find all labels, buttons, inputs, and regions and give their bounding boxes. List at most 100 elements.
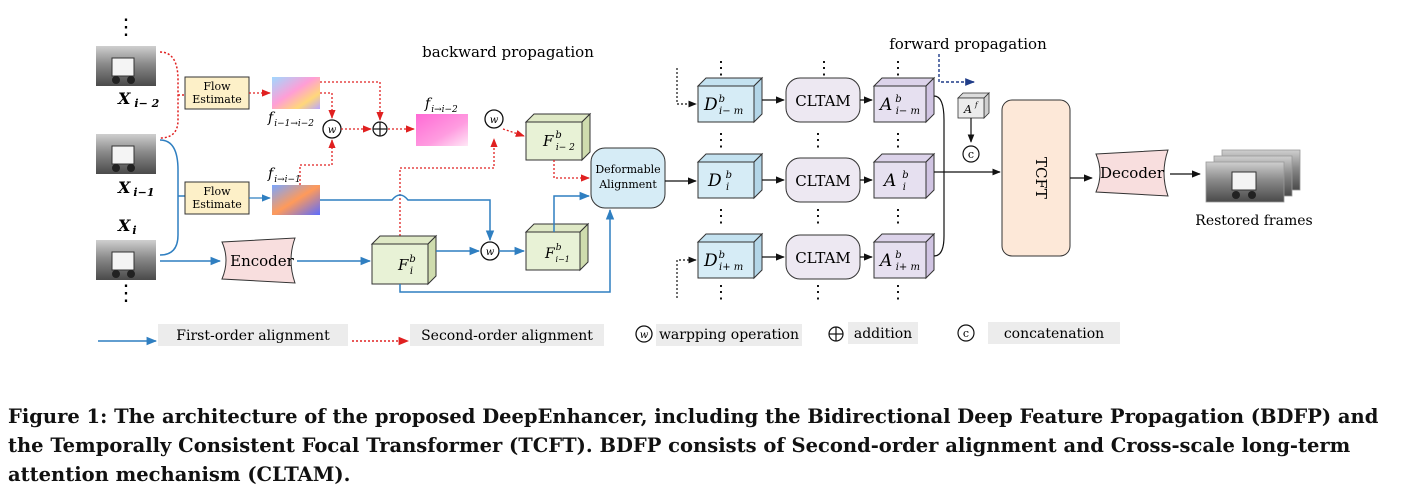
vdots-D-1: ⋮ — [712, 58, 730, 79]
flow-image-1 — [272, 77, 320, 109]
feature-D-i — [696, 152, 764, 200]
arrow-in-D-bottom — [676, 256, 697, 298]
arrow-flow1-to-warp — [320, 92, 336, 119]
figure-caption: Figure 1: The architecture of the propos… — [8, 405, 1379, 486]
arrow-Fi-to-upper-warp — [399, 138, 498, 240]
flow-estimate-top-line2: Estimate — [192, 93, 242, 106]
input-vdots-bottom: ⋮ — [115, 281, 137, 306]
cltam-bottom-label: CLTAM — [795, 249, 851, 267]
vdots-C-3: ⋮ — [809, 206, 827, 227]
vdots-C-2: ⋮ — [809, 130, 827, 151]
arrow-in-D-top — [676, 68, 697, 108]
vdots-C-4: ⋮ — [809, 282, 827, 303]
legend-addition-label: addition — [854, 326, 912, 342]
deformable-alignment-block — [590, 147, 666, 209]
legend-warp-icon — [635, 325, 653, 343]
decoder-label: Decoder — [1100, 164, 1165, 182]
feature-F-i — [370, 234, 438, 286]
arrow-flow2-to-warp — [299, 139, 336, 185]
legend: First-order alignment Second-order align… — [98, 322, 1120, 346]
feature-A-i — [872, 152, 936, 200]
legend-warp-icon-label: w — [640, 330, 649, 341]
bracket-red — [159, 51, 179, 139]
vdots-A-3: ⋮ — [889, 206, 907, 227]
vdots-D-3: ⋮ — [712, 206, 730, 227]
forward-propagation-label: forward propagation — [889, 35, 1047, 53]
concat-operator — [962, 145, 980, 163]
restored-frames-stack — [1205, 149, 1301, 203]
legend-warp-bg — [656, 324, 802, 346]
vdots-A-2: ⋮ — [889, 130, 907, 151]
flow-estimate-bottom — [184, 181, 250, 215]
arrow-Fi-to-deform — [399, 208, 615, 293]
vdots-A-4: ⋮ — [889, 282, 907, 303]
deformable-label-1: Deformable — [595, 163, 660, 176]
legend-first-order-label: First-order alignment — [176, 328, 330, 344]
backward-propagation-label: backward propagation — [422, 43, 594, 61]
arrow-forward-propagation — [938, 54, 975, 86]
legend-concat-icon-label: c — [963, 327, 969, 340]
warp-operator-top-label: w — [328, 125, 337, 136]
cltam-mid-label: CLTAM — [795, 172, 851, 190]
legend-concat-bg — [988, 322, 1120, 344]
arrow-F2-to-deform — [553, 160, 590, 182]
vdots-A-1: ⋮ — [889, 58, 907, 79]
vdots-D-2: ⋮ — [712, 130, 730, 151]
flow-estimate-top — [184, 76, 250, 110]
concat-operator-label: c — [968, 148, 974, 161]
feature-A-i-minus-m — [872, 76, 936, 124]
feature-A-i-plus-m — [872, 232, 936, 280]
input-vdots-top: ⋮ — [115, 15, 137, 40]
restored-frames-label: Restored frames — [1195, 213, 1312, 229]
deformable-label-2: Alignment — [598, 178, 657, 191]
bracket-blue — [159, 139, 179, 256]
legend-second-order-label: Second-order alignment — [421, 328, 593, 344]
flow-image-3 — [416, 114, 468, 146]
vdots-C-1: ⋮ — [815, 58, 833, 79]
legend-first-order-bg — [158, 324, 348, 346]
feature-F-i-minus-2 — [524, 112, 592, 162]
cltam-top-label: CLTAM — [795, 92, 851, 110]
flow-estimate-bottom-line1: Flow — [203, 185, 231, 198]
legend-addition-bg — [848, 322, 918, 344]
legend-concat-label: concatenation — [1004, 326, 1104, 342]
flow-image-2 — [272, 185, 320, 215]
legend-second-order-bg — [410, 324, 604, 346]
legend-warp-label: warpping operation — [659, 327, 799, 343]
encoder-block — [221, 237, 296, 284]
feature-F-i-minus-1 — [524, 222, 590, 272]
input-frame-i-minus-2 — [96, 46, 156, 86]
tcft-label: TCFT — [1032, 157, 1050, 199]
arrow-flow1-to-add — [320, 81, 384, 121]
warp-operator-upper — [484, 109, 504, 129]
flow-estimate-bottom-line2: Estimate — [192, 198, 242, 211]
flow-label-2: fi→i−1 — [267, 166, 301, 185]
input-frame-i-minus-1 — [96, 134, 156, 174]
feature-A-f — [957, 92, 990, 119]
warp-operator-lower-label: w — [486, 247, 495, 258]
encoder-label: Encoder — [230, 252, 295, 270]
input-frame-i — [96, 240, 156, 280]
decoder-block — [1095, 149, 1169, 197]
legend-concat-icon — [957, 324, 975, 342]
flow-label-3: fi→i−2 — [424, 96, 458, 115]
flow-estimate-top-line1: Flow — [203, 80, 231, 93]
vdots-D-4: ⋮ — [712, 282, 730, 303]
arrow-warp-to-F2 — [502, 128, 525, 137]
warp-operator-upper-label: w — [490, 115, 499, 126]
arrow-flow2-to-lower-warp — [320, 194, 495, 242]
flow-label-1: fi−1→i−2 — [267, 110, 314, 129]
